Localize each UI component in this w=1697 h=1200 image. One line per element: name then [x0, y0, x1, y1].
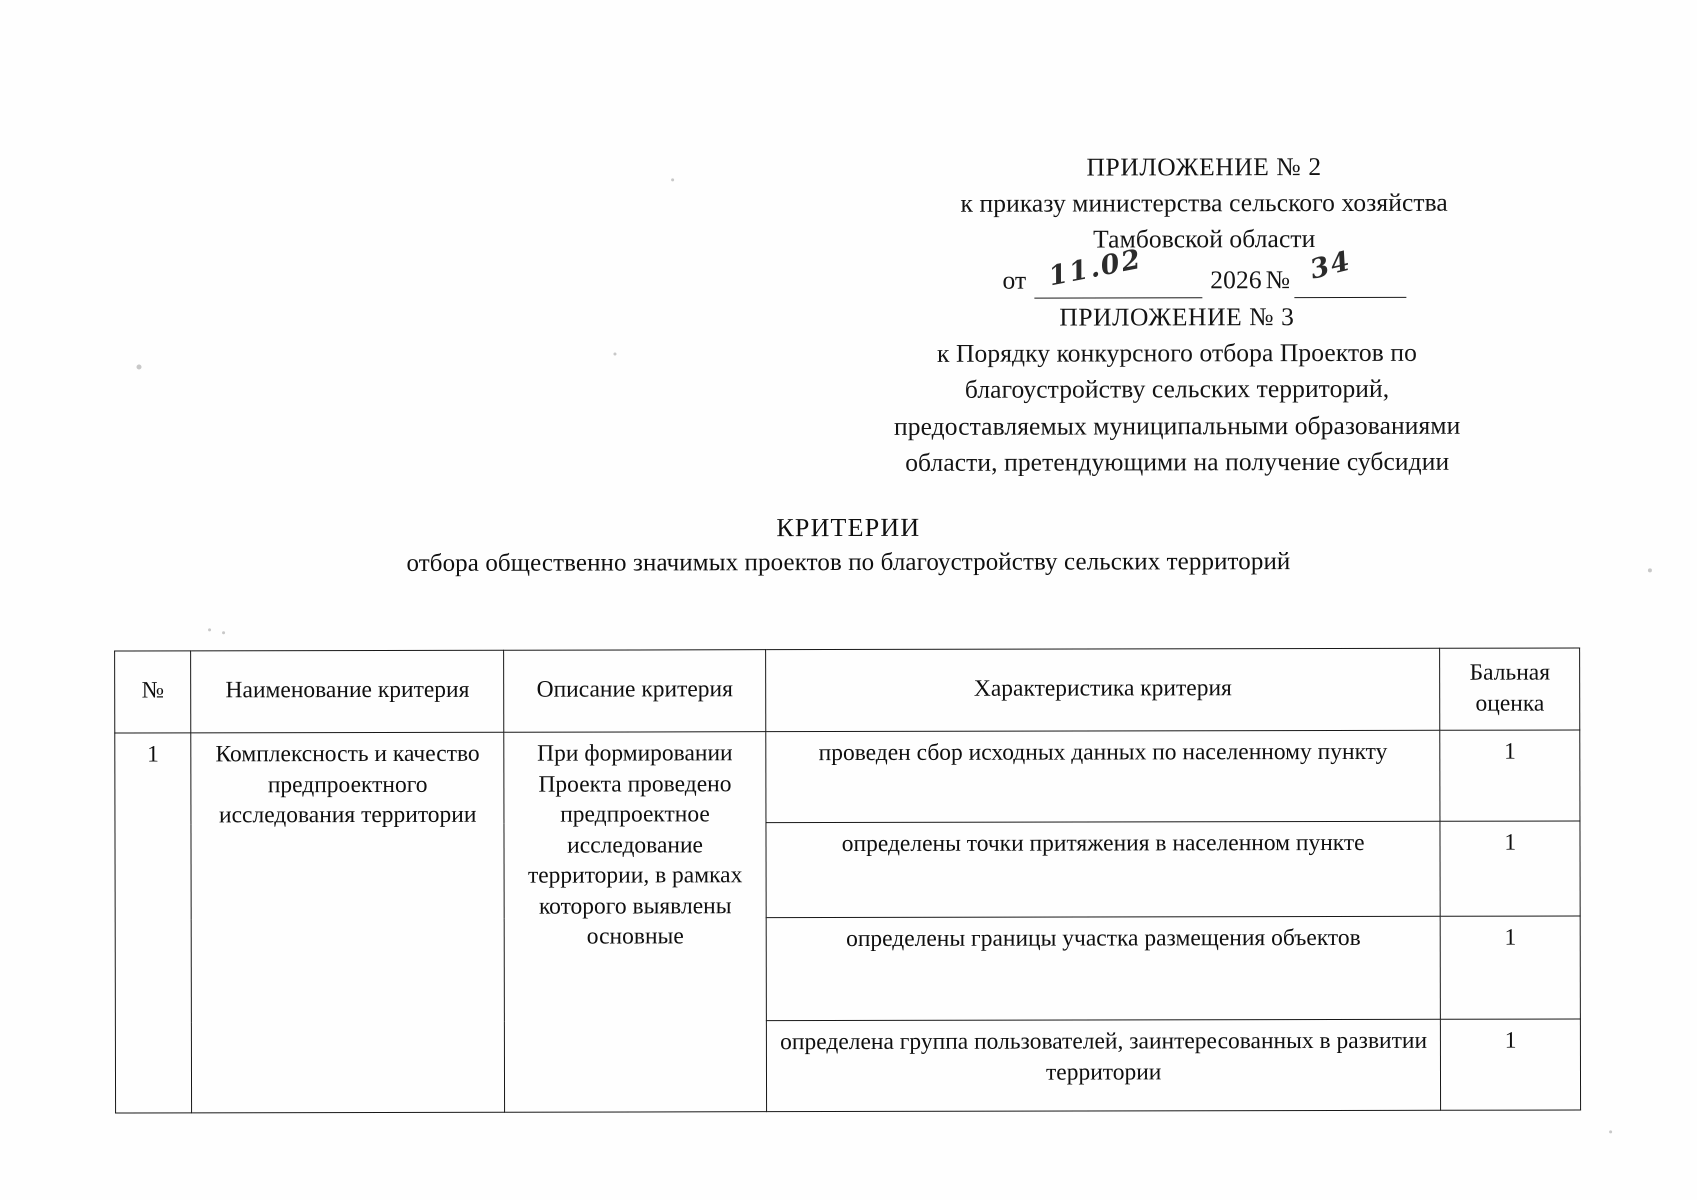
characteristic-score: 1 [1440, 1019, 1581, 1111]
characteristic-score: 1 [1440, 821, 1581, 917]
table-row: 1 Комплексность и качество предпроектног… [114, 730, 1580, 1114]
appendix-3-block: ПРИЛОЖЕНИЕ № 3 к Порядку конкурсного отб… [839, 299, 1514, 481]
criteria-table: № Наименование критерия Описание критери… [114, 647, 1581, 1114]
page-title: КРИТЕРИИ [776, 512, 921, 543]
column-header-num: № [114, 650, 192, 734]
table-header-row: № Наименование критерия Описание критери… [114, 647, 1580, 734]
criterion-description: При формировании Проекта проведено предп… [503, 731, 767, 1113]
appendix-3-line-3: предоставляемых муниципальными образован… [893, 410, 1461, 441]
appendix-3-line-4: области, претендующими на получение субс… [905, 446, 1450, 477]
column-header-characteristic: Характеристика критерия [765, 648, 1441, 732]
number-blank-rule: 34 [1294, 245, 1407, 298]
characteristic-text: определена группа пользователей, заинтер… [766, 1019, 1441, 1112]
characteristic-text: определены границы участка размещения об… [766, 916, 1441, 1021]
number-sign-label: № [1265, 264, 1291, 294]
column-header-description: Описание критерия [503, 649, 766, 733]
characteristic-text: проведен сбор исходных данных по населен… [765, 730, 1441, 823]
date-blank-rule: 11.02 [1034, 243, 1203, 299]
appendix-3-line-1: к Порядку конкурсного отбора Проектов по [936, 338, 1417, 369]
scan-artifact [222, 631, 226, 635]
order-year: 2026 [1210, 264, 1262, 294]
appendix-3-line-2: благоустройству сельских территорий, [964, 374, 1390, 405]
row-number: 1 [114, 732, 192, 1114]
scan-artifact [671, 178, 675, 182]
column-header-score: Бальная оценка [1439, 647, 1580, 731]
criterion-name: Комплексность и качество предпроектного … [191, 732, 505, 1113]
appendix-2-title: ПРИЛОЖЕНИЕ № 2 [1086, 152, 1322, 182]
scan-artifact [613, 352, 617, 356]
appendix-2-line-2: Тамбовской области [1093, 224, 1316, 254]
characteristic-score: 1 [1440, 916, 1581, 1020]
appendix-2-line-1: к приказу министерства сельского хозяйст… [960, 187, 1448, 218]
scan-artifact [1609, 1130, 1613, 1134]
scan-artifact [208, 628, 212, 632]
scan-artifact [136, 364, 142, 370]
characteristic-score: 1 [1440, 730, 1580, 822]
order-date-line: от 11.02 2026 № 34 [904, 243, 1504, 299]
appendix-2-block: ПРИЛОЖЕНИЕ № 2 к приказу министерства се… [904, 149, 1504, 299]
appendix-3-title: ПРИЛОЖЕНИЕ № 3 [1059, 302, 1295, 332]
date-prefix-label: от [1002, 265, 1027, 295]
characteristic-text: определены точки притяжения в населенном… [765, 821, 1441, 918]
column-header-name: Наименование критерия [191, 650, 504, 733]
page-subtitle: отбора общественно значимых проектов по … [406, 548, 1291, 577]
